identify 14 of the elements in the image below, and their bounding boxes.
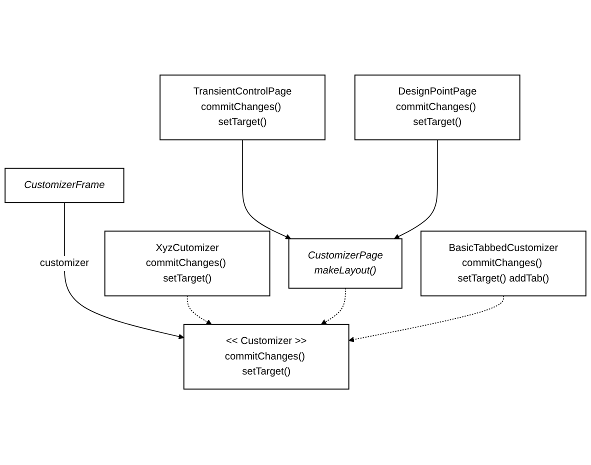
arrow: [186, 296, 212, 326]
node-box: CustomizerFrame: [4, 168, 124, 204]
edge-label: customizer: [40, 258, 89, 269]
node-box: XyzCutomizer commitChanges() setTarget(): [104, 231, 270, 297]
arrow: [394, 140, 438, 240]
node-box: TransientControlPage commitChanges() setTarget(): [160, 75, 326, 141]
arrow: [242, 140, 292, 240]
node-box: BasicTabbedCustomizer commitChanges() setTarget() addTab(): [420, 231, 586, 297]
arrow: [320, 288, 346, 326]
node-box: CustomizerPage makeLayout(): [288, 238, 402, 290]
arrow: [64, 202, 184, 340]
node-box: << Customizer >> commitChanges() setTarget(): [183, 324, 350, 390]
node-box: DesignPointPage commitChanges() setTarget(): [354, 75, 520, 141]
arrow: [348, 296, 504, 343]
